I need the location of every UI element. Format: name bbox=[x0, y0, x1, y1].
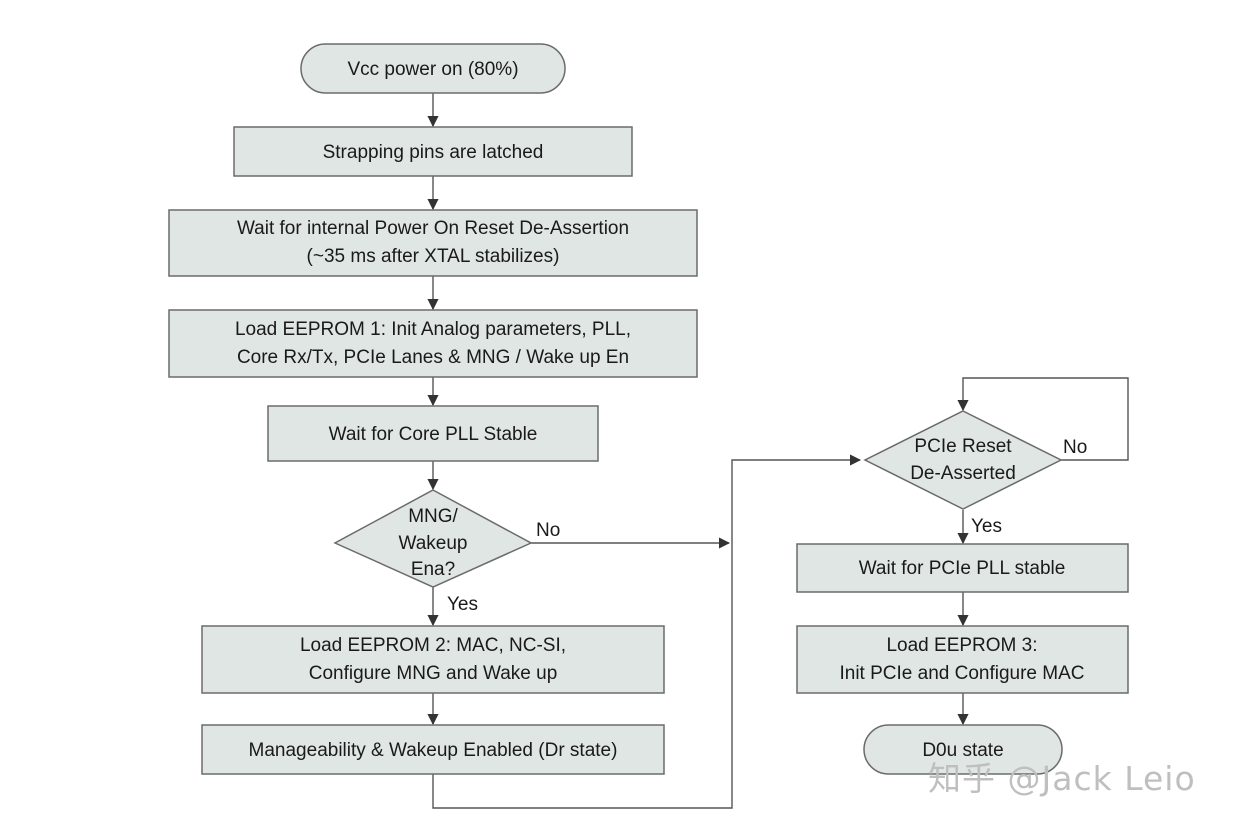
node-core-pll-stable: Wait for Core PLL Stable bbox=[267, 405, 599, 462]
connectors bbox=[427, 93, 1129, 809]
node-strap-line-1: Strapping pins are latched bbox=[323, 142, 544, 163]
edge-pcie-no-loop bbox=[957, 377, 1129, 461]
node-ee1-line-2: Core Rx/Tx, PCIe Lanes & MNG / Wake up E… bbox=[237, 347, 629, 368]
node-vcc-line-1: Vcc power on (80%) bbox=[347, 59, 518, 80]
label-mng-no: No bbox=[536, 520, 560, 541]
decision-mng-line-2: Wakeup bbox=[399, 533, 468, 554]
decision-pcie-line-1: PCIe Reset bbox=[914, 436, 1012, 457]
edge-dr-merge bbox=[432, 454, 862, 809]
node-ee2-line-1: Load EEPROM 2: MAC, NC-SI, bbox=[300, 635, 566, 656]
node-ee3-line-2: Init PCIe and Configure MAC bbox=[839, 663, 1084, 684]
node-por-line-1: Wait for internal Power On Reset De-Asse… bbox=[237, 218, 629, 239]
watermark-text: 知乎 @Jack Leio bbox=[928, 759, 1196, 798]
node-load-eeprom-3: Load EEPROM 3: Init PCIe and Configure M… bbox=[796, 625, 1129, 694]
node-d0u-state: D0u state bbox=[863, 724, 1063, 775]
node-dr-line-1: Manageability & Wakeup Enabled (Dr state… bbox=[249, 740, 618, 761]
node-ee2-line-2: Configure MNG and Wake up bbox=[309, 663, 558, 684]
node-d0u-line-1: D0u state bbox=[922, 740, 1003, 761]
node-pll-line-1: Wait for Core PLL Stable bbox=[329, 424, 538, 445]
decision-pcie-reset: PCIe Reset De-Asserted bbox=[863, 410, 1063, 510]
label-pcie-yes: Yes bbox=[971, 516, 1002, 537]
decision-mng-wakeup: MNG/ Wakeup Ena? bbox=[333, 489, 533, 588]
node-power-on-reset: Wait for internal Power On Reset De-Asse… bbox=[168, 209, 698, 277]
node-ee3-line-1: Load EEPROM 3: bbox=[886, 635, 1037, 656]
node-ee1-line-1: Load EEPROM 1: Init Analog parameters, P… bbox=[235, 319, 631, 340]
label-pcie-no: No bbox=[1063, 437, 1087, 458]
node-dr-state: Manageability & Wakeup Enabled (Dr state… bbox=[201, 724, 665, 775]
node-strapping-pins: Strapping pins are latched bbox=[233, 126, 633, 177]
label-mng-yes: Yes bbox=[447, 594, 478, 615]
decision-pcie-line-2: De-Asserted bbox=[910, 463, 1016, 484]
node-load-eeprom-1: Load EEPROM 1: Init Analog parameters, P… bbox=[168, 309, 698, 378]
node-pciepll-line-1: Wait for PCIe PLL stable bbox=[859, 558, 1066, 579]
node-pcie-pll-stable: Wait for PCIe PLL stable bbox=[796, 543, 1129, 593]
node-load-eeprom-2: Load EEPROM 2: MAC, NC-SI, Configure MNG… bbox=[201, 625, 665, 694]
node-por-line-2: (~35 ms after XTAL stabilizes) bbox=[307, 246, 560, 267]
decision-mng-line-3: Ena? bbox=[411, 559, 455, 580]
decision-mng-line-1: MNG/ bbox=[408, 506, 458, 527]
node-vcc-power-on: Vcc power on (80%) bbox=[300, 43, 566, 94]
